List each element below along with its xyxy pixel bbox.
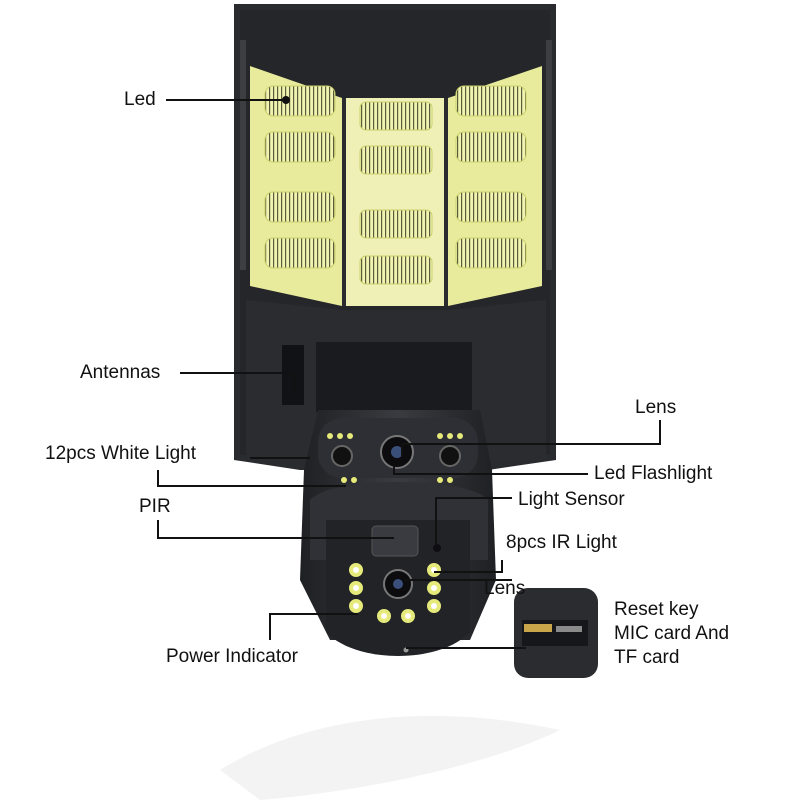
label-ir-light: 8pcs IR Light (506, 532, 617, 553)
label-led: Led (124, 89, 156, 110)
led-panel (250, 66, 542, 306)
label-lens-bottom: Lens (484, 578, 526, 599)
label-white-light: 12pcs White Light (45, 443, 197, 464)
label-tf-card: TF card (614, 647, 680, 668)
label-pir: PIR (139, 496, 171, 517)
watermark-shape (220, 715, 560, 800)
label-led-flashlight: Led Flashlight (594, 463, 713, 484)
label-power-indicator: Power Indicator (166, 646, 299, 667)
top-camera-face (327, 433, 463, 483)
label-light-sensor: Light Sensor (518, 489, 625, 510)
card-slot-inset (514, 588, 598, 678)
label-antennas: Antennas (80, 362, 161, 383)
bottom-camera-face (349, 525, 441, 653)
label-lens-top: Lens (635, 397, 677, 418)
label-reset-key: Reset key (614, 599, 699, 620)
callout-lines (157, 96, 661, 649)
label-mic-card: MIC card And (614, 623, 730, 644)
